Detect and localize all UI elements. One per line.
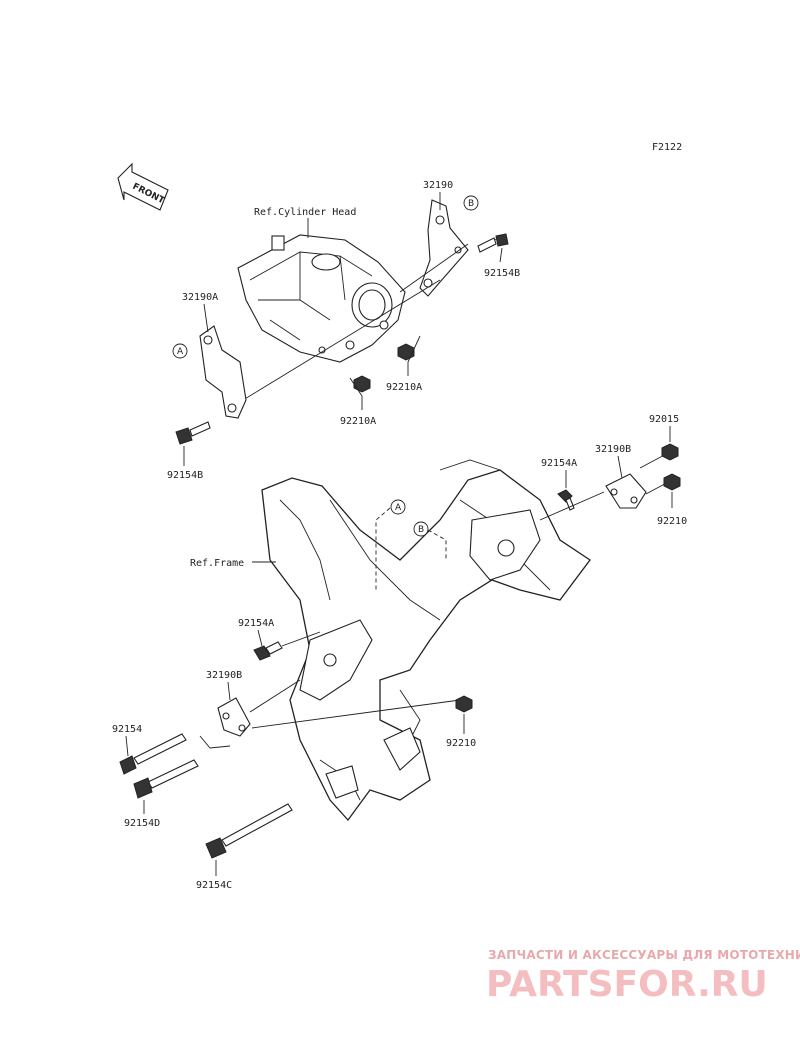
callout-a-upper (172, 343, 188, 359)
diagram-id: F2122 (652, 142, 682, 153)
watermark-tagline: ЗАПЧАСТИ И АКСЕССУАРЫ ДЛЯ МОТОТЕХНИКИ (488, 948, 800, 962)
partsfor-logo: PARTSFOR.RU (486, 964, 768, 1005)
svg-text:A: A (177, 347, 184, 357)
callout-b-lower (413, 521, 429, 537)
bolt-92154b-left (175, 421, 211, 445)
svg-text:B: B (418, 525, 424, 535)
bracket-32190b-right (605, 473, 647, 509)
label-92015: 92015 (649, 414, 679, 425)
front-arrow-icon: FRONT (117, 162, 169, 211)
ref-cylinder-head-label: Ref.Cylinder Head (254, 207, 356, 218)
label-32190b-right: 32190B (595, 444, 631, 455)
bolt-92154d (133, 759, 199, 799)
bracket-32190b-left (217, 697, 251, 737)
svg-text:PARTSFOR.RU: PARTSFOR.RU (486, 964, 768, 1005)
label-32190: 32190 (423, 180, 453, 191)
label-92154a-left: 92154A (238, 618, 274, 629)
bolt-92154b-right (477, 233, 509, 253)
bolt-92154c (205, 803, 293, 859)
label-92154: 92154 (112, 724, 142, 735)
label-92210a-upper: 92210A (386, 382, 422, 393)
label-92154b-right: 92154B (484, 268, 520, 279)
ref-frame-label: Ref.Frame (190, 558, 244, 569)
label-92154d: 92154D (124, 818, 160, 829)
svg-text:B: B (468, 199, 474, 209)
nut-92015 (661, 443, 679, 461)
frame (261, 459, 591, 822)
bolt-92154 (119, 733, 187, 775)
label-92154c: 92154C (196, 880, 232, 891)
nut-92210a-lower (353, 375, 371, 393)
callout-a-lower (390, 499, 406, 515)
label-92154a-right: 92154A (541, 458, 577, 469)
label-32190a: 32190A (182, 292, 218, 303)
label-92210-lower: 92210 (446, 738, 476, 749)
callout-b-upper (463, 195, 479, 211)
nut-92210-lower (455, 695, 473, 713)
label-92154b-left: 92154B (167, 470, 203, 481)
cylinder-head (237, 234, 406, 363)
nut-92210a-upper (397, 343, 415, 361)
label-92210a-lower: 92210A (340, 416, 376, 427)
bolt-92154a-right (557, 489, 575, 511)
bracket-32190 (419, 199, 469, 297)
nut-92210-right (663, 473, 681, 491)
bracket-32190a (199, 325, 247, 419)
bolt-92154a-left (253, 641, 283, 661)
label-92210-right: 92210 (657, 516, 687, 527)
svg-text:A: A (395, 503, 402, 513)
label-32190b-left: 32190B (206, 670, 242, 681)
